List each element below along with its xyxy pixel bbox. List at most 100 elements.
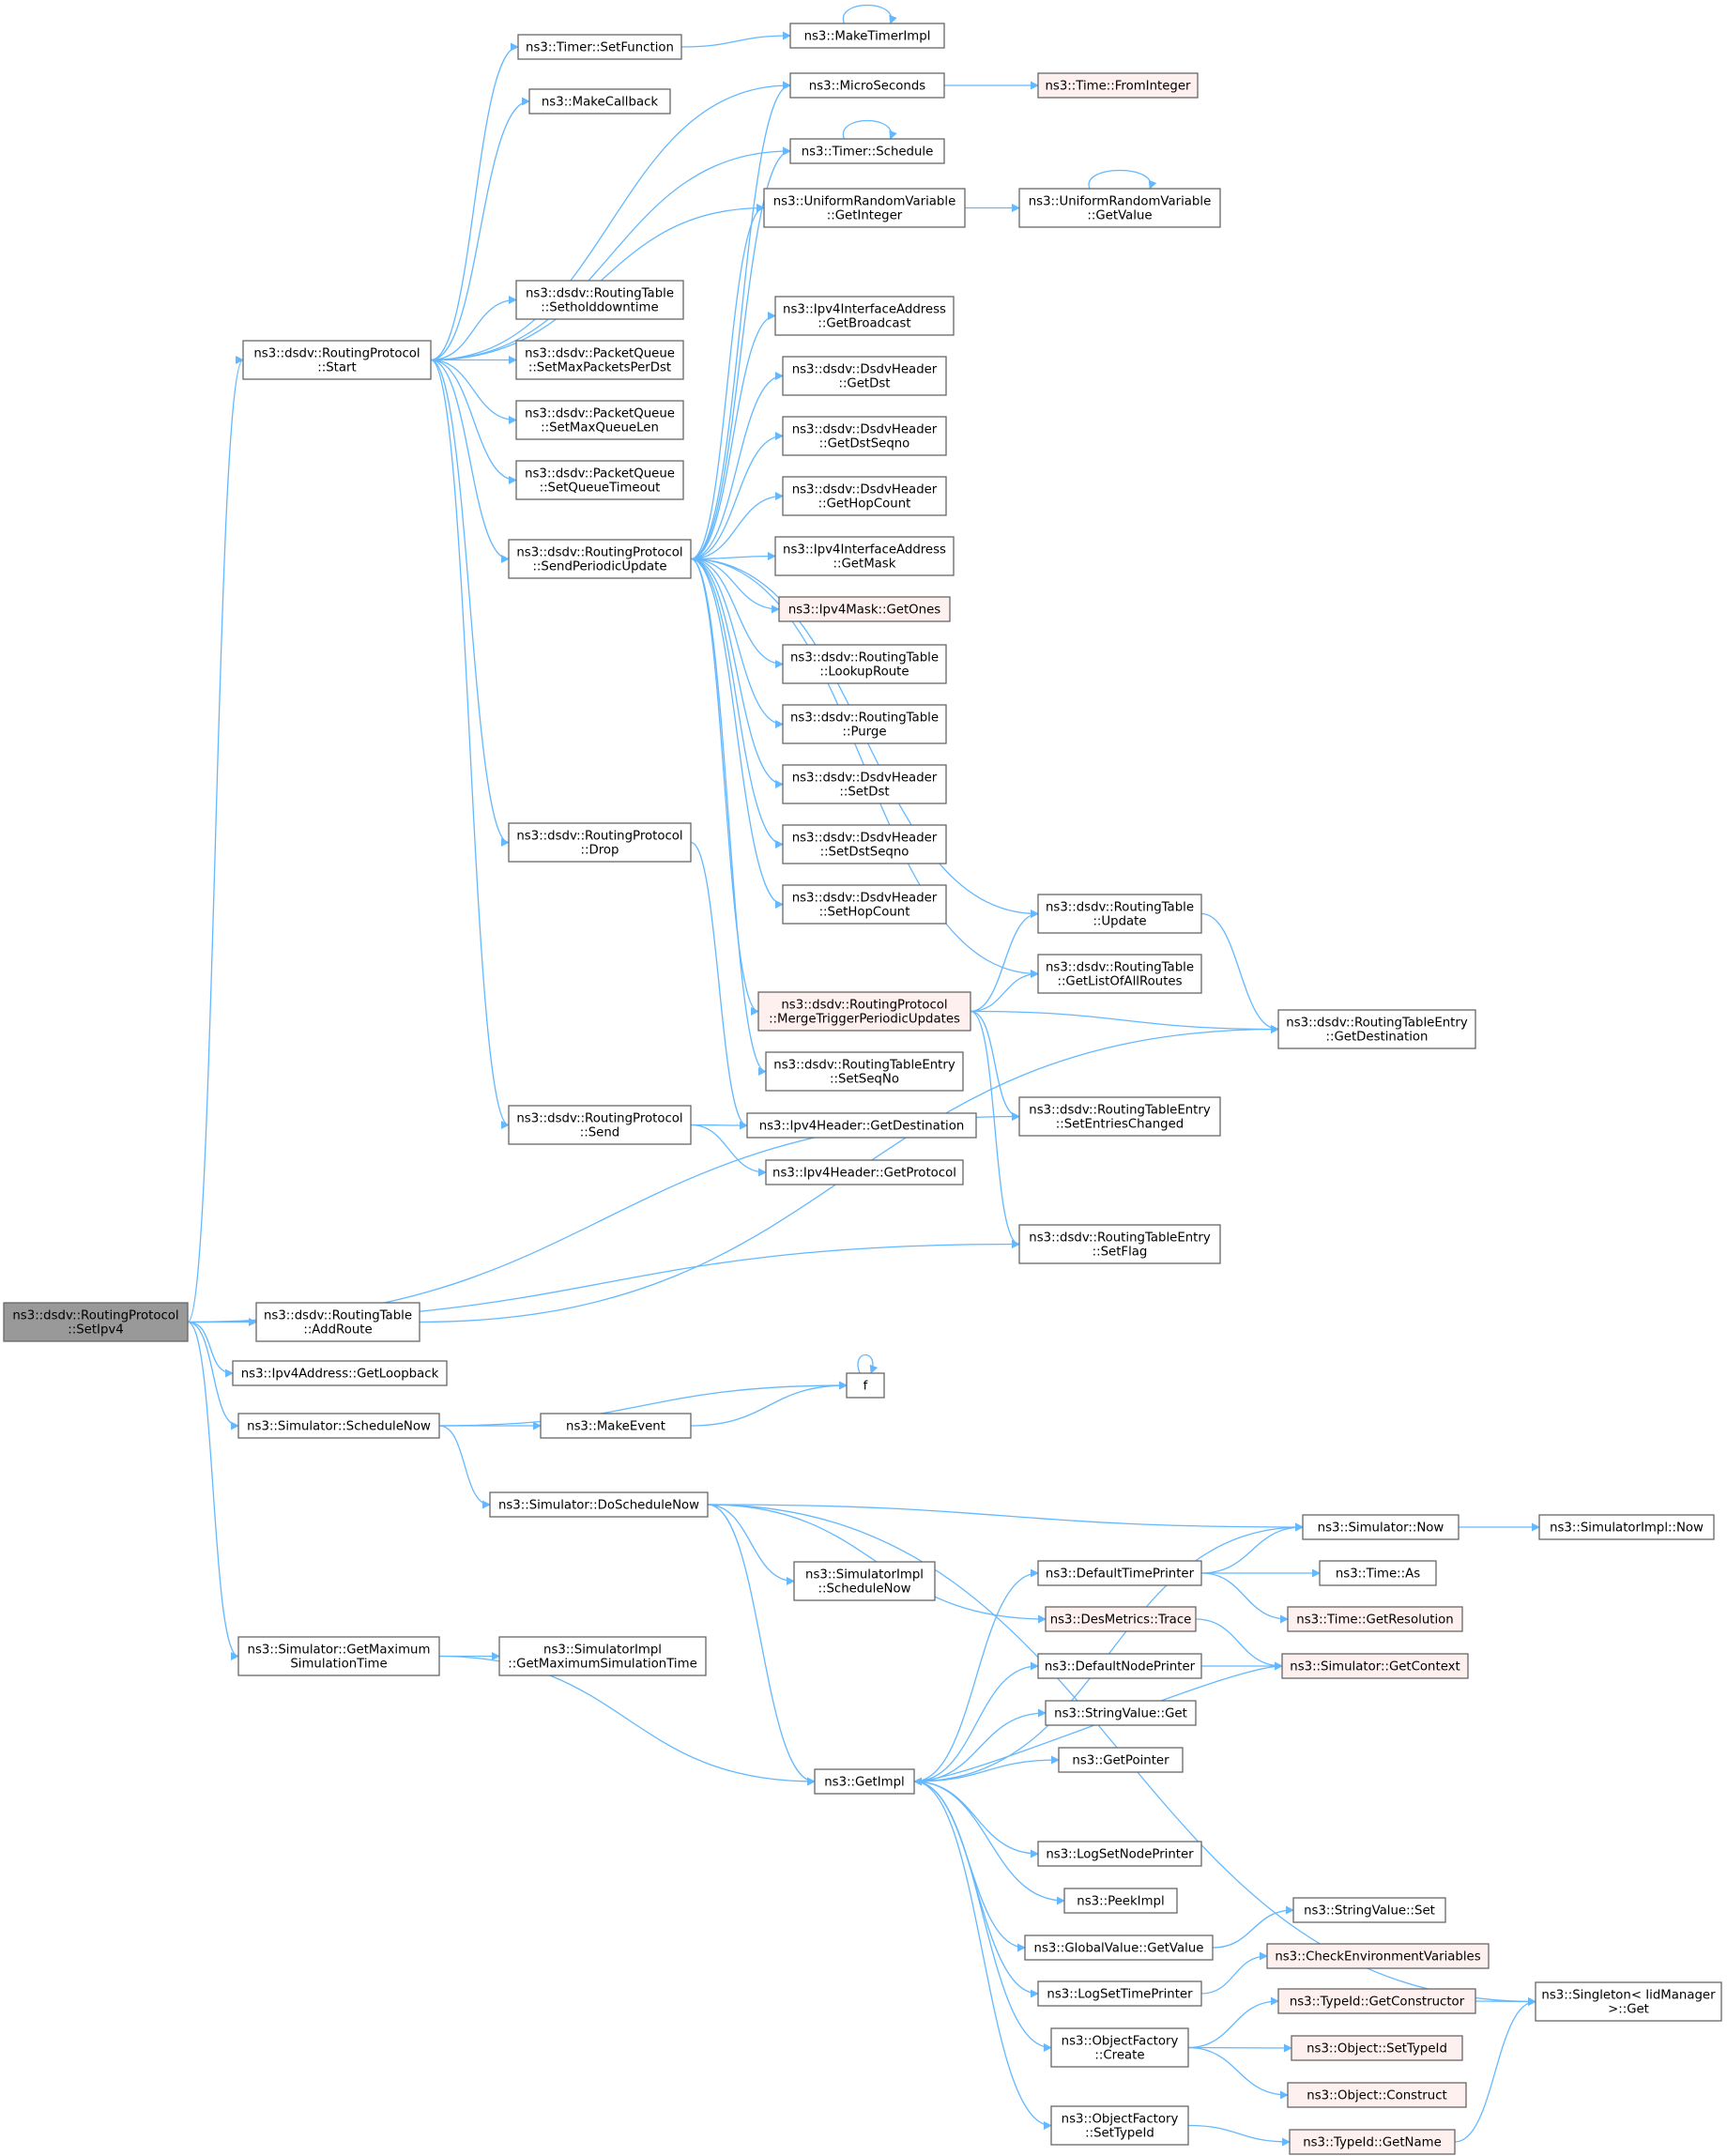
node-box-objfactorysettypeid[interactable] <box>1050 2105 1189 2146</box>
node-f[interactable]: f <box>846 1372 885 1399</box>
node-box-setipv4[interactable] <box>3 1302 189 1342</box>
node-typeidgetctor[interactable]: ns3::TypeId::GetConstructor <box>1277 1988 1476 2014</box>
node-box-ipv4hdrgetdest[interactable] <box>746 1112 977 1139</box>
node-simimplschednow[interactable]: ns3::SimulatorImpl::ScheduleNow <box>793 1561 936 1601</box>
node-desmetrics[interactable]: ns3::DesMetrics::Trace <box>1045 1606 1197 1632</box>
node-box-setholddown[interactable] <box>515 280 684 320</box>
node-sendperiodic[interactable]: ns3::dsdv::RoutingProtocol::SendPeriodic… <box>508 539 692 579</box>
node-singletonget[interactable]: ns3::Singleton< IidManager>::Get <box>1535 1981 1722 2022</box>
node-box-hdrgethopcount[interactable] <box>782 476 947 516</box>
node-box-objfactorycreate[interactable] <box>1050 2027 1189 2068</box>
node-box-drop[interactable] <box>508 822 692 863</box>
node-maskgetones[interactable]: ns3::Ipv4Mask::GetOnes <box>778 596 951 622</box>
node-box-checkenv[interactable] <box>1266 1943 1490 1969</box>
node-box-peekimpl[interactable] <box>1063 1888 1178 1914</box>
node-box-urvgetvalue[interactable] <box>1018 188 1221 228</box>
node-box-microseconds[interactable] <box>789 72 945 99</box>
node-objectsettypeid[interactable]: ns3::Object::SetTypeId <box>1291 2035 1463 2061</box>
node-timeas[interactable]: ns3::Time::As <box>1319 1560 1437 1586</box>
node-simimplnow[interactable]: ns3::SimulatorImpl::Now <box>1538 1514 1715 1540</box>
node-hdrsethopcount[interactable]: ns3::dsdv::DsdvHeader::SetHopCount <box>782 884 947 925</box>
node-setipv4[interactable]: ns3::dsdv::RoutingProtocol::SetIpv4 <box>3 1302 189 1342</box>
node-rtegetdest[interactable]: ns3::dsdv::RoutingTableEntry::GetDestina… <box>1277 1009 1476 1049</box>
node-box-setmaxqlen[interactable] <box>515 400 684 440</box>
node-box-maketimerimpl[interactable] <box>789 23 945 49</box>
node-box-getloopback[interactable] <box>232 1360 448 1386</box>
node-timersetfn[interactable]: ns3::Timer::SetFunction <box>517 34 682 60</box>
node-setqtimeout[interactable]: ns3::dsdv::PacketQueue::SetQueueTimeout <box>515 460 684 500</box>
node-box-getpointer[interactable] <box>1058 1747 1184 1773</box>
node-maketimerimpl[interactable]: ns3::MakeTimerImpl <box>789 23 945 49</box>
node-simgetcontext[interactable]: ns3::Simulator::GetContext <box>1281 1653 1469 1679</box>
node-defnodeprinter[interactable]: ns3::DefaultNodePrinter <box>1037 1653 1202 1679</box>
node-logsettimeprinter[interactable]: ns3::LogSetTimePrinter <box>1037 1980 1202 2007</box>
node-globalvaluegetvalue[interactable]: ns3::GlobalValue::GetValue <box>1024 1934 1214 1961</box>
node-box-maskgetones[interactable] <box>778 596 951 622</box>
node-box-typeidgetctor[interactable] <box>1277 1988 1476 2014</box>
node-box-simimplnow[interactable] <box>1538 1514 1715 1540</box>
node-box-ifgetbroadcast[interactable] <box>774 296 955 336</box>
node-timerschedule[interactable]: ns3::Timer::Schedule <box>789 138 945 164</box>
node-box-rtgetlist[interactable] <box>1037 954 1202 994</box>
node-hdrsetdst[interactable]: ns3::dsdv::DsdvHeader::SetDst <box>782 764 947 804</box>
node-box-globalvaluegetvalue[interactable] <box>1024 1934 1214 1961</box>
node-makeevent[interactable]: ns3::MakeEvent <box>540 1413 692 1439</box>
node-box-getimpl[interactable] <box>814 1768 915 1795</box>
node-objfactorycreate[interactable]: ns3::ObjectFactory::Create <box>1050 2027 1189 2068</box>
node-hdrgetdstseqno[interactable]: ns3::dsdv::DsdvHeader::GetDstSeqno <box>782 416 947 456</box>
node-box-hdrsetdstseqno[interactable] <box>782 824 947 864</box>
node-setmaxpkts[interactable]: ns3::dsdv::PacketQueue::SetMaxPacketsPer… <box>515 340 684 380</box>
node-checkenv[interactable]: ns3::CheckEnvironmentVariables <box>1266 1943 1490 1969</box>
node-box-ipv4hdrgetproto[interactable] <box>765 1159 964 1185</box>
node-box-schedulenow[interactable] <box>237 1413 440 1439</box>
node-box-purge[interactable] <box>782 704 947 744</box>
node-box-rtesetseqno[interactable] <box>765 1051 964 1092</box>
node-box-makeevent[interactable] <box>540 1413 692 1439</box>
node-box-doschedulenow[interactable] <box>489 1491 709 1518</box>
node-box-stringvalueset[interactable] <box>1292 1897 1446 1923</box>
node-box-urvgetint[interactable] <box>763 188 966 228</box>
node-box-timerschedule[interactable] <box>789 138 945 164</box>
node-setholddown[interactable]: ns3::dsdv::RoutingTable::Setholddowntime <box>515 280 684 320</box>
node-box-simimplschednow[interactable] <box>793 1561 936 1601</box>
node-box-timeas[interactable] <box>1319 1560 1437 1586</box>
node-box-rtesetentries[interactable] <box>1018 1096 1221 1137</box>
node-ifgetmask[interactable]: ns3::Ipv4InterfaceAddress::GetMask <box>774 536 955 576</box>
node-box-start[interactable] <box>242 340 432 380</box>
node-box-rtegetdest[interactable] <box>1277 1009 1476 1049</box>
node-box-objectconstruct[interactable] <box>1287 2082 1467 2108</box>
node-box-timefrominteger[interactable] <box>1037 72 1199 99</box>
node-getmaxsim[interactable]: ns3::Simulator::GetMaximumSimulationTime <box>237 1636 440 1676</box>
node-start[interactable]: ns3::dsdv::RoutingProtocol::Start <box>242 340 432 380</box>
node-microseconds[interactable]: ns3::MicroSeconds <box>789 72 945 99</box>
node-box-simgetcontext[interactable] <box>1281 1653 1469 1679</box>
node-typeidgetname[interactable]: ns3::TypeId::GetName <box>1289 2129 1456 2155</box>
node-timefrominteger[interactable]: ns3::Time::FromInteger <box>1037 72 1199 99</box>
node-hdrsetdstseqno[interactable]: ns3::dsdv::DsdvHeader::SetDstSeqno <box>782 824 947 864</box>
node-setmaxqlen[interactable]: ns3::dsdv::PacketQueue::SetMaxQueueLen <box>515 400 684 440</box>
node-box-sendperiodic[interactable] <box>508 539 692 579</box>
node-box-singletonget[interactable] <box>1535 1981 1722 2022</box>
node-drop[interactable]: ns3::dsdv::RoutingProtocol::Drop <box>508 822 692 863</box>
node-hdrgetdst[interactable]: ns3::dsdv::DsdvHeader::GetDst <box>782 356 947 396</box>
node-box-setqtimeout[interactable] <box>515 460 684 500</box>
node-timegetres[interactable]: ns3::Time::GetResolution <box>1287 1606 1463 1632</box>
node-stringvalueset[interactable]: ns3::StringValue::Set <box>1292 1897 1446 1923</box>
node-rtesetflag[interactable]: ns3::dsdv::RoutingTableEntry::SetFlag <box>1018 1224 1221 1264</box>
node-ipv4hdrgetdest[interactable]: ns3::Ipv4Header::GetDestination <box>746 1112 977 1139</box>
node-box-mergetrigger[interactable] <box>757 991 971 1032</box>
node-schedulenow[interactable]: ns3::Simulator::ScheduleNow <box>237 1413 440 1439</box>
node-box-timegetres[interactable] <box>1287 1606 1463 1632</box>
node-box-lookuproute[interactable] <box>782 644 947 684</box>
node-getpointer[interactable]: ns3::GetPointer <box>1058 1747 1184 1773</box>
node-makecallback[interactable]: ns3::MakeCallback <box>528 88 671 115</box>
node-box-addroute[interactable] <box>255 1302 420 1342</box>
node-logsetnodeprinter[interactable]: ns3::LogSetNodePrinter <box>1037 1841 1202 1867</box>
node-mergetrigger[interactable]: ns3::dsdv::RoutingProtocol::MergeTrigger… <box>757 991 971 1032</box>
node-box-typeidgetname[interactable] <box>1289 2129 1456 2155</box>
node-box-stringvalueget[interactable] <box>1045 1700 1197 1726</box>
node-box-hdrgetdst[interactable] <box>782 356 947 396</box>
node-box-simnow[interactable] <box>1302 1514 1460 1540</box>
node-box-getmaxsim[interactable] <box>237 1636 440 1676</box>
node-send[interactable]: ns3::dsdv::RoutingProtocol::Send <box>508 1105 692 1145</box>
